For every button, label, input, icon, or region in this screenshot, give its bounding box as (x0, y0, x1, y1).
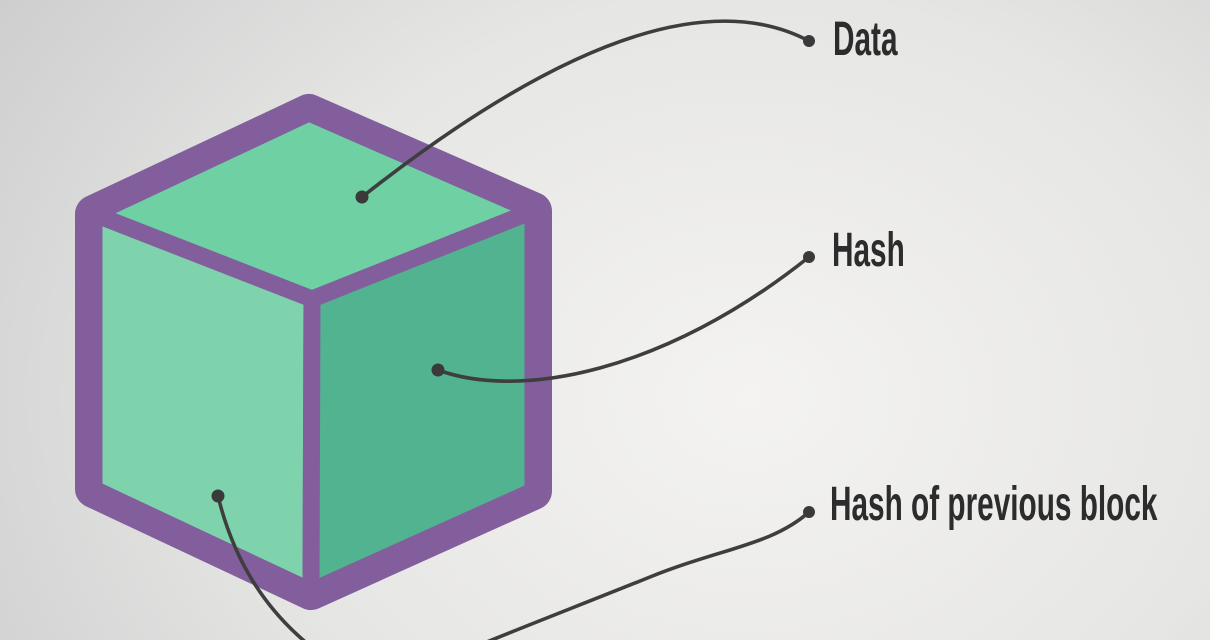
dot-left-face (211, 489, 225, 503)
connector-data (360, 19, 811, 199)
dot-right-face (431, 363, 445, 377)
cube (75, 94, 552, 610)
connector-hash-prev (486, 510, 811, 640)
dot-data-label (803, 35, 815, 47)
dot-top-face (355, 190, 369, 204)
connectors (216, 19, 811, 640)
dot-hash-label (803, 251, 815, 263)
label-data: Data (833, 13, 898, 66)
cube-right-face (302, 202, 542, 600)
dot-hash-prev-label (803, 506, 815, 518)
label-hash-of-previous-block: Hash of previous block (830, 478, 1158, 531)
connector-hash (436, 255, 811, 383)
label-hash: Hash (832, 224, 905, 277)
connector-left-bottom (216, 494, 306, 640)
connector-dots (211, 35, 815, 518)
